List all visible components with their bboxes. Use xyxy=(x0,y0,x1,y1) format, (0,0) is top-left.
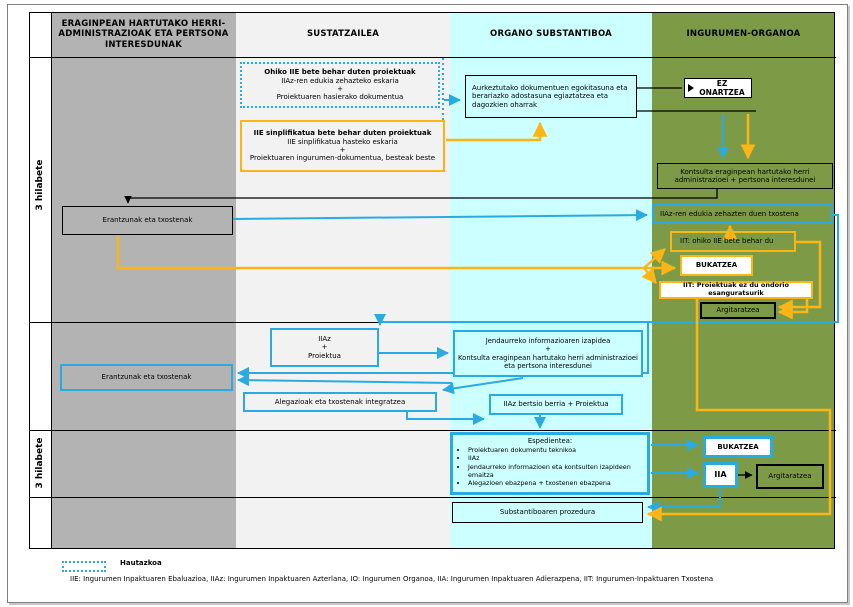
phase3-duration-label: 3 hilabete xyxy=(35,437,45,489)
optional-step-label: Hautazkoa xyxy=(120,559,162,567)
optional-step-icon xyxy=(62,561,106,572)
jendaurreko-line2: Kontsulta eraginpean hartutako herri adm… xyxy=(458,353,638,370)
iiaz-proiektua-line2: Proiektua xyxy=(308,351,341,360)
kontsulta1-text: Kontsulta eraginpean hartutako herri adm… xyxy=(674,167,816,184)
header-sustatzailea: SUSTATZAILEA xyxy=(236,12,450,57)
espedientea-list: Proiektuaren dokumentu teknikoa IIAz Jen… xyxy=(456,446,644,488)
sinplifikatua-title: IIE sinplifikatua bete behar duten proie… xyxy=(253,129,432,138)
header-ingurumen-organoa: INGURUMEN-ORGANOA xyxy=(652,12,835,57)
aurkeztutako-text: Aurkeztutako dokumentuen egokitasuna eta… xyxy=(472,83,628,109)
ohiko-line1: IIAz-ren edukia zehazteko eskaria xyxy=(281,76,399,85)
box-aurkeztutako-dokumentuen: Aurkeztutako dokumentuen egokitasuna eta… xyxy=(465,75,637,118)
box-ez-onartzea: EZ ONARTZEA xyxy=(684,78,752,98)
sinplifikatua-plus: + xyxy=(339,146,346,154)
argitaratzea1-label: Argitaratzea xyxy=(716,306,760,315)
phase1-duration-label: 3 hilabete xyxy=(35,159,45,211)
iia-label: IIA xyxy=(714,470,727,480)
header-organo-substantiboa-label: ORGANO SUBSTANTIBOA xyxy=(490,29,612,40)
bukatzea1-label: BUKATZEA xyxy=(695,261,738,270)
pointer-icon xyxy=(688,84,694,92)
header-ingurumen-organoa-label: INGURUMEN-ORGANOA xyxy=(686,29,801,40)
box-alegazioak-integratzea: Alegazioak eta txostenak integratzea xyxy=(243,392,437,412)
box-espedientea: Espedientea: Proiektuaren dokumentu tekn… xyxy=(450,432,650,495)
box-bukatzea-2: BUKATZEA xyxy=(703,436,773,458)
erantzunak2-text: Erantzunak eta txostenak xyxy=(101,373,192,382)
box-substantiboaren-prozedura: Substantiboaren prozedura xyxy=(452,502,643,523)
box-jendaurreko-informazioa: Jendaurreko informazioaren izapidea + Ko… xyxy=(453,330,643,377)
box-iit-ohiko-iie: IIT: ohiko IIE bete behar du xyxy=(670,231,796,252)
ohiko-title: Ohiko IIE bete behar duten proiektuak xyxy=(264,68,416,77)
row-divider xyxy=(29,57,836,58)
box-ohiko-iie-proiektuak: Ohiko IIE bete behar duten proiektuak II… xyxy=(240,62,440,108)
espedientea-item: Alegazioen ebazpena + txostenen ebazpena xyxy=(468,479,644,487)
espedientea-title: Espedientea: xyxy=(527,437,573,445)
argitaratzea2-label: Argitaratzea xyxy=(768,472,812,481)
box-iia: IIA xyxy=(703,462,738,488)
alegazioak-text: Alegazioak eta txostenak integratzea xyxy=(274,397,406,406)
iit-ohiko-text: IIT: ohiko IIE bete behar du xyxy=(680,237,774,246)
bukatzea2-label: BUKATZEA xyxy=(717,442,759,451)
iiaz-proiektua-line1: IIAz xyxy=(318,334,331,343)
row-divider xyxy=(29,430,836,431)
ohiko-plus: + xyxy=(337,85,343,93)
espedientea-item: IIAz xyxy=(468,454,644,462)
iiaz-proiektua-plus: + xyxy=(321,343,328,352)
abbreviations-footnote: IIE: Ingurumen Inpaktuaren Ebaluazioa, I… xyxy=(70,575,714,583)
box-iie-sinplifikatua-proiektuak: IIE sinplifikatua bete behar duten proie… xyxy=(240,120,445,172)
header-administrations: ERAGINPEAN HARTUTAKO HERRI-ADMINISTRAZIO… xyxy=(51,12,236,57)
ohiko-line2: Proiektuaren hasierako dokumentua xyxy=(276,93,404,102)
erantzunak1-text: Erantzunak eta txostenak xyxy=(102,216,193,225)
box-erantzunak-txostenak-2: Erantzunak eta txostenak xyxy=(60,364,233,391)
iiaz-txostena-text: IIAz-ren edukia zehazten duen txostena xyxy=(660,209,799,218)
row-divider xyxy=(29,322,836,323)
box-bukatzea-1: BUKATZEA xyxy=(680,255,753,276)
header-sustatzailea-label: SUSTATZAILEA xyxy=(306,29,380,40)
espedientea-item: Proiektuaren dokumentu teknikoa xyxy=(468,446,644,454)
jendaurreko-plus: + xyxy=(545,345,551,354)
header-organo-substantiboa: ORGANO SUBSTANTIBOA xyxy=(450,12,652,57)
box-iiaz-bertsio-berria: IIAz bertsio berria + Proiektua xyxy=(489,394,623,415)
ez-onartzea-label: EZ ONARTZEA xyxy=(699,79,745,97)
box-argitaratzea-1: Argitaratzea xyxy=(700,302,776,319)
box-iiaz-proiektua: IIAz + Proiektua xyxy=(270,328,379,367)
box-iiaz-edukia-txostena: IIAz-ren edukia zehazten duen txostena xyxy=(652,204,833,224)
iit-proiektuak-text: IIT: Proiektuak ez du ondorio esangurats… xyxy=(683,281,789,297)
espedientea-item: Jendaurreko informazioen eta kontsulten … xyxy=(468,463,644,480)
jendaurreko-line1: Jendaurreko informazioaren izapidea xyxy=(485,337,611,346)
sinplifikatua-line1: IIE sinplifikatua hasteko eskaria xyxy=(287,137,398,146)
substantiboaren-text: Substantiboaren prozedura xyxy=(499,508,596,517)
header-administrations-label: ERAGINPEAN HARTUTAKO HERRI-ADMINISTRAZIO… xyxy=(58,18,229,50)
box-argitaratzea-2: Argitaratzea xyxy=(756,464,824,489)
box-kontsulta-administrazioei: Kontsulta eraginpean hartutako herri adm… xyxy=(657,163,833,189)
box-iit-proiektuak-ez: IIT: Proiektuak ez du ondorio esangurats… xyxy=(659,281,813,299)
sinplifikatua-line2: Proiektuaren ingurumen-dokumentua, beste… xyxy=(249,154,436,163)
column-administrations-bg xyxy=(51,12,236,549)
iiaz-bertsio-text: IIAz bertsio berria + Proiektua xyxy=(503,400,609,409)
box-erantzunak-txostenak-1: Erantzunak eta txostenak xyxy=(62,206,233,235)
phase-column-divider xyxy=(51,12,52,549)
row-divider xyxy=(29,497,836,498)
